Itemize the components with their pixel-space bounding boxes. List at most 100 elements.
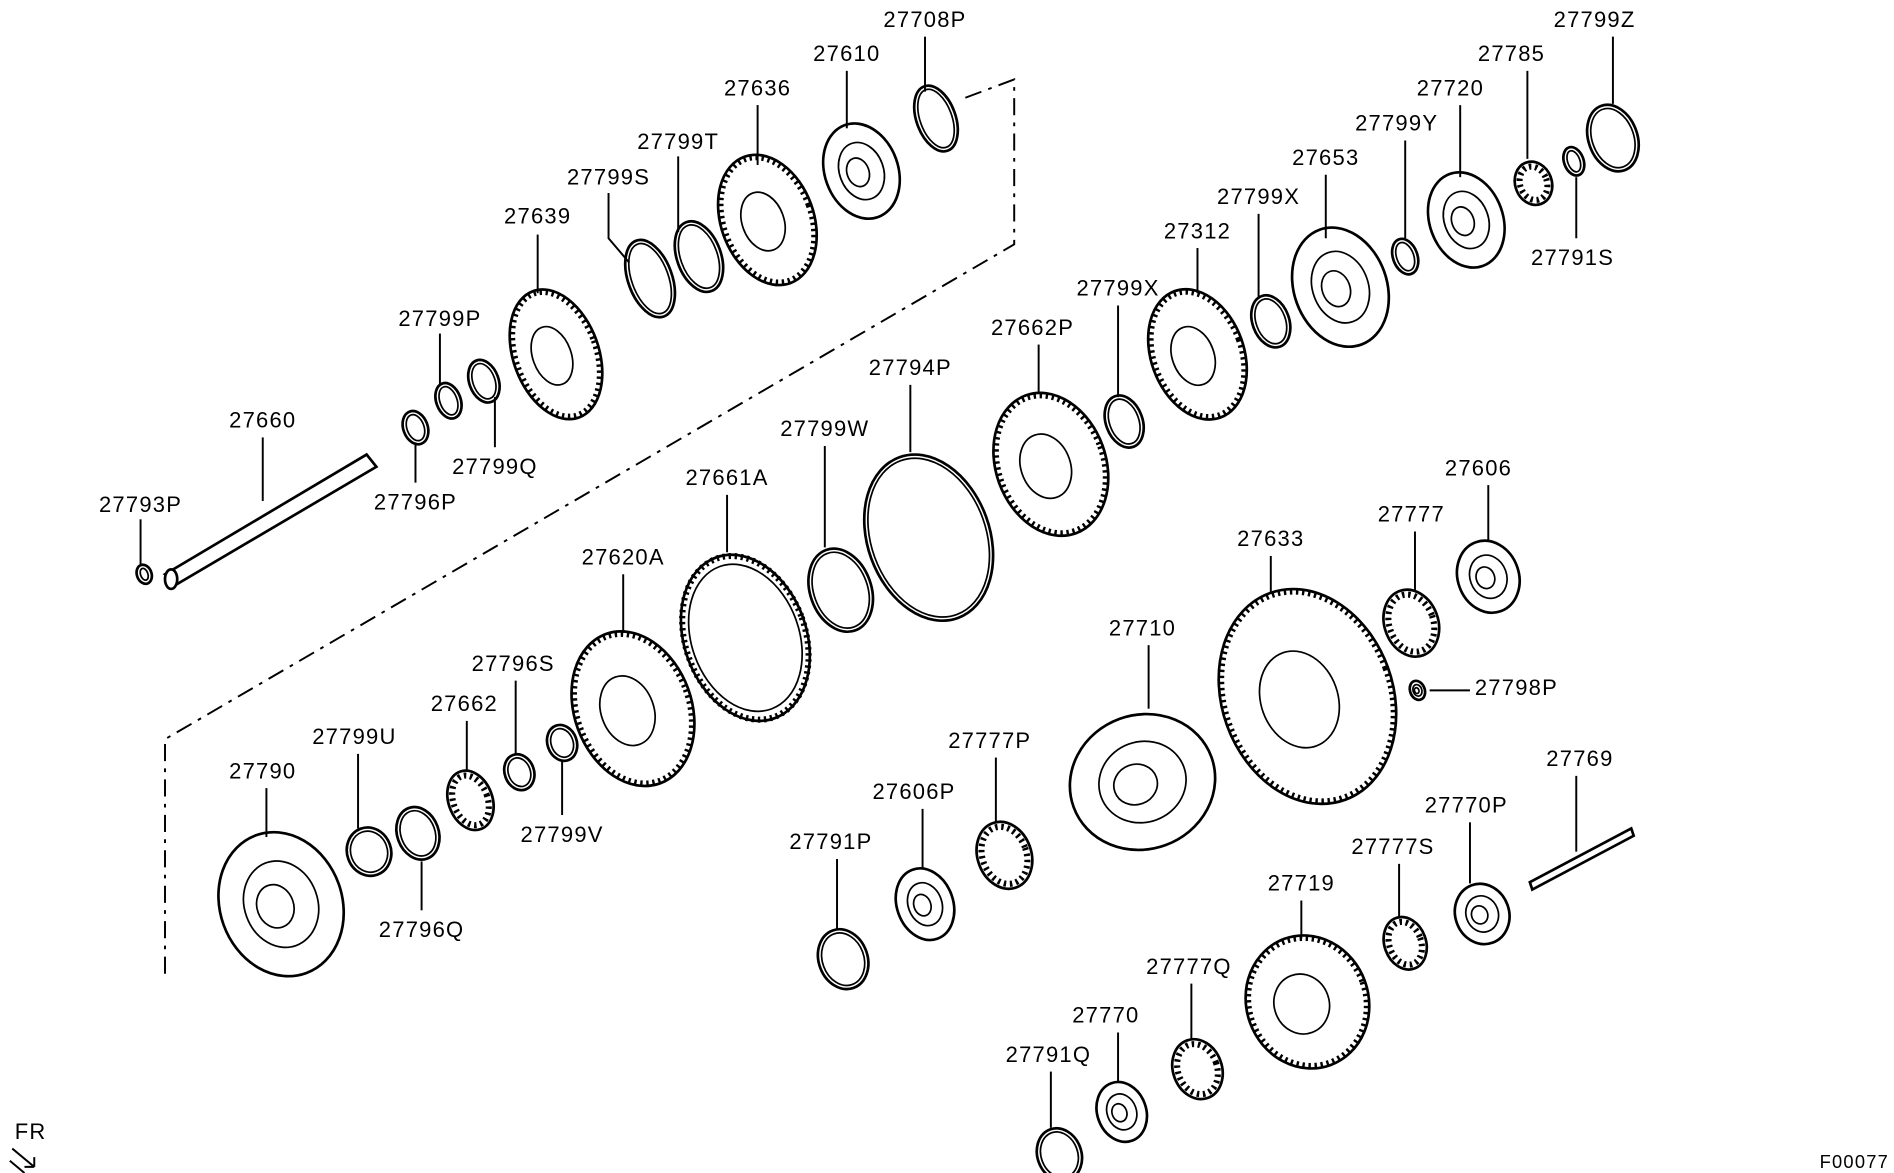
part-number-label[interactable]: 27777P xyxy=(948,728,1031,753)
part-27661A[interactable] xyxy=(659,537,832,740)
part-number-label[interactable]: 27636 xyxy=(724,75,791,100)
part-number-label[interactable]: 27777Q xyxy=(1146,954,1232,979)
part-27791S[interactable] xyxy=(1560,144,1588,178)
part-27777P[interactable] xyxy=(967,814,1041,897)
inner-rim xyxy=(1310,250,1371,324)
part-number-label[interactable]: 27799T xyxy=(637,129,719,154)
part-27312[interactable] xyxy=(1131,275,1264,433)
part-27799Q[interactable] xyxy=(463,356,506,407)
part-27606[interactable] xyxy=(1447,532,1529,622)
part-number-label[interactable]: 27791Q xyxy=(1006,1042,1092,1067)
part-27796P[interactable] xyxy=(398,407,433,448)
gear-bore xyxy=(598,675,656,747)
part-27793P[interactable] xyxy=(134,563,154,586)
part-27791P[interactable] xyxy=(810,922,877,996)
part-27785[interactable] xyxy=(1509,156,1558,210)
part-27770[interactable] xyxy=(1088,1075,1155,1149)
part-27653[interactable] xyxy=(1276,214,1405,361)
part-number-label[interactable]: 27639 xyxy=(504,204,571,229)
part-27719[interactable] xyxy=(1227,918,1388,1086)
part-number-label[interactable]: 27799Q xyxy=(452,454,538,479)
part-number-label[interactable]: 27799X xyxy=(1217,184,1300,209)
part-number-label[interactable]: 27799S xyxy=(567,165,650,190)
gear-bore xyxy=(1170,325,1217,387)
part-number-label[interactable]: 27770P xyxy=(1425,793,1508,818)
part-number-label[interactable]: 27790 xyxy=(229,758,296,783)
part-number-label[interactable]: 27799U xyxy=(312,724,396,749)
part-27799T[interactable] xyxy=(666,215,732,299)
part-27799Z[interactable] xyxy=(1578,98,1647,179)
part-number-label[interactable]: 27720 xyxy=(1417,75,1484,100)
part-number-label[interactable]: 27653 xyxy=(1292,145,1359,170)
part-number-label[interactable]: 27662 xyxy=(431,691,498,716)
part-27796S[interactable] xyxy=(499,750,539,794)
part-number-label[interactable]: 27799P xyxy=(398,306,481,331)
part-27799U[interactable] xyxy=(340,821,398,882)
part-number-label[interactable]: 27312 xyxy=(1164,218,1231,243)
part-27796Q[interactable] xyxy=(389,801,446,866)
part-27633[interactable] xyxy=(1189,564,1425,829)
part-number-label[interactable]: 27620A xyxy=(582,545,665,570)
part-27720[interactable] xyxy=(1415,161,1517,278)
part-number-label[interactable]: 27610 xyxy=(813,41,880,66)
part-number-label[interactable]: 27719 xyxy=(1268,871,1335,896)
part-number-label[interactable]: 27770 xyxy=(1072,1003,1139,1028)
part-number-label[interactable]: 27799X xyxy=(1076,276,1159,301)
part-number-label[interactable]: 27661A xyxy=(685,465,768,490)
part-27799P[interactable] xyxy=(431,379,467,422)
part-27798P[interactable] xyxy=(1407,679,1427,702)
part-27777[interactable] xyxy=(1374,582,1448,665)
part-number-label[interactable]: 27796Q xyxy=(379,917,465,942)
part-27799Y[interactable] xyxy=(1387,235,1423,278)
part-number-label[interactable]: 27606P xyxy=(872,779,955,804)
part-27799V[interactable] xyxy=(542,721,582,765)
part-number-label[interactable]: 27606 xyxy=(1445,455,1512,480)
part-number-label[interactable]: 27777 xyxy=(1378,502,1445,527)
part-number-label[interactable]: 27799Z xyxy=(1554,7,1636,32)
part-number-label[interactable]: 27799Y xyxy=(1355,111,1438,136)
part-number-label[interactable]: 27793P xyxy=(99,492,182,517)
part-27662[interactable] xyxy=(439,764,501,836)
part-number-label[interactable]: 27799W xyxy=(780,416,869,441)
part-27790[interactable] xyxy=(199,814,364,994)
part-number-label[interactable]: 27708P xyxy=(883,7,966,32)
part-number-label[interactable]: 27791S xyxy=(1531,245,1614,270)
cup-icon xyxy=(894,867,956,942)
part-number-label[interactable]: 27633 xyxy=(1237,526,1304,551)
part-27799X[interactable] xyxy=(1098,390,1151,453)
part-27639[interactable] xyxy=(493,277,619,433)
part-27794P[interactable] xyxy=(842,436,1015,639)
part-27708P[interactable] xyxy=(906,80,966,158)
part-number-label[interactable]: 27662P xyxy=(991,315,1074,340)
part-27710[interactable] xyxy=(1051,694,1235,870)
part-27799W[interactable] xyxy=(797,540,884,641)
part-27620A[interactable] xyxy=(551,614,716,803)
part-number-label[interactable]: 27785 xyxy=(1478,41,1545,66)
bore xyxy=(912,893,932,917)
part-number-label[interactable]: 27710 xyxy=(1109,615,1176,640)
part-number-label[interactable]: 27796S xyxy=(472,651,555,676)
part-27660[interactable] xyxy=(162,452,379,591)
part-number-label[interactable]: 27777S xyxy=(1351,834,1434,859)
ring-icon xyxy=(816,927,870,991)
part-27777S[interactable] xyxy=(1376,911,1433,976)
part-number-label[interactable]: 27769 xyxy=(1546,746,1613,771)
part-27769[interactable] xyxy=(1528,826,1636,892)
part-27777Q[interactable] xyxy=(1164,1032,1231,1106)
part-27606P[interactable] xyxy=(886,860,964,948)
part-number-label[interactable]: 27799V xyxy=(521,822,604,847)
figure-code: F00077 xyxy=(1820,1151,1889,1172)
part-27610[interactable] xyxy=(810,113,912,230)
part-27799S[interactable] xyxy=(616,233,685,324)
ring-inner xyxy=(677,224,721,290)
part-number-label[interactable]: 27660 xyxy=(229,408,296,433)
part-number-label[interactable]: 27796P xyxy=(374,490,457,515)
part-number-label[interactable]: 27794P xyxy=(869,355,952,380)
part-27636[interactable] xyxy=(701,141,834,299)
part-number-label[interactable]: 27791P xyxy=(789,829,872,854)
part-27662P[interactable] xyxy=(974,377,1127,552)
part-27770P[interactable] xyxy=(1446,876,1517,952)
part-27791Q[interactable] xyxy=(1030,1122,1090,1173)
part-number-label[interactable]: 27798P xyxy=(1475,675,1558,700)
part-27799X[interactable] xyxy=(1244,290,1297,353)
